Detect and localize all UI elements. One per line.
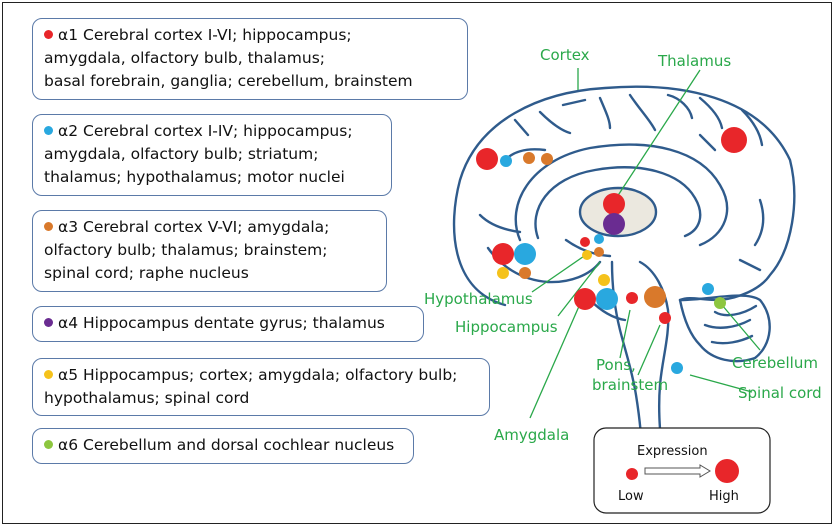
dot-hypothalamus-red [580,237,590,247]
label-spinal-cord: Spinal cord [738,384,822,402]
legend-low-label: Low [618,489,644,504]
label-amygdala: Amygdala [494,426,569,444]
dot-cortex-frontal-red [476,148,498,170]
legend-high-dot [715,459,739,483]
dot-olfactory-blue [514,243,536,265]
legend-low-dot [626,468,638,480]
dot-cortex-parietal-red [721,127,747,153]
dot-thalamus-purple [603,213,625,235]
dot-cortex-frontal-blue [500,155,512,167]
dot-brainstem-red-1 [626,292,638,304]
dot-hypothalamus-blue [594,234,604,244]
dot-hypothalamus-orange [594,247,604,257]
dot-cerebellum-blue [702,283,714,295]
label-cortex: Cortex [540,46,590,64]
dot-cerebellum-green [714,297,726,309]
dot-brainstem-orange [644,286,666,308]
dot-brainstem-red-2 [659,312,671,324]
dot-amygdala-blue [596,288,618,310]
legend-title: Expression [637,444,708,459]
label-brainstem: brainstem [592,376,668,394]
label-pons: Pons, [596,356,636,374]
dot-amygdala-red [574,288,596,310]
label-hippocampus: Hippocampus [455,318,558,336]
dot-cortex-orange-2 [541,153,553,165]
dot-olfactory-orange [519,267,531,279]
expression-legend: Expression Low High [594,428,770,513]
label-cerebellum: Cerebellum [732,354,818,372]
dot-hypothalamus-yellow [582,250,592,260]
label-thalamus: Thalamus [657,52,731,70]
dot-olfactory-red [492,243,514,265]
label-hypothalamus: Hypothalamus [424,290,533,308]
dot-thalamus-red [603,193,625,215]
legend-high-label: High [709,489,739,504]
dot-spinal-cord-blue [671,362,683,374]
dot-olfactory-yellow [497,267,509,279]
dot-cortex-orange-1 [523,152,535,164]
dot-hippocampus-yellow [598,274,610,286]
